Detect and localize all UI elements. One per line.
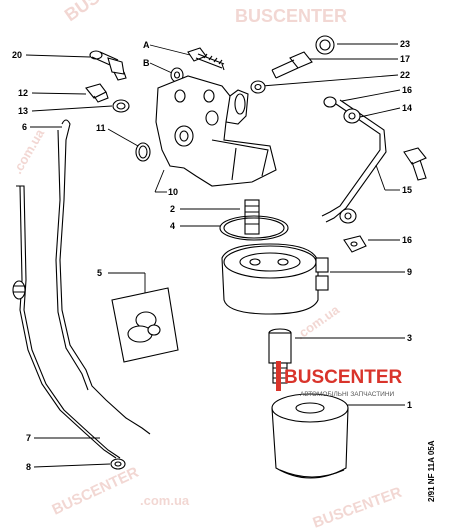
watermark-layer: BUSCENTER BUSCENTER .com.ua .com.ua BUSC… (10, 0, 405, 532)
part-oring-8 (110, 458, 126, 470)
part-oring-11 (135, 142, 151, 162)
part-washer-22 (250, 80, 266, 94)
part-plug-12 (85, 83, 109, 103)
watermark-domain: .com.ua (10, 126, 48, 177)
drawing-code: 2/91 NF 11A 05A (427, 440, 436, 502)
part-housing-10 (155, 75, 277, 187)
callout-14: 14 (402, 103, 412, 113)
part-oil-cooler-9 (221, 243, 329, 315)
callout-16-bottom: 16 (402, 235, 412, 245)
callout-7: 7 (26, 433, 31, 443)
part-sensor-20 (89, 50, 127, 81)
part-bolt-A (187, 47, 225, 71)
part-stud-2 (244, 199, 260, 235)
callout-23: 23 (400, 39, 410, 49)
part-clip-16 (343, 235, 367, 253)
callout-A: A (143, 40, 150, 50)
watermark-domain: .com.ua (140, 493, 190, 508)
watermark-text: BUSCENTER (235, 6, 347, 26)
part-gasket-kit-5 (111, 287, 179, 363)
part-seal-4 (219, 215, 289, 241)
callout-4: 4 (170, 221, 175, 231)
part-washer-B (170, 67, 184, 83)
callout-2: 2 (170, 204, 175, 214)
watermark-text: BUSCENTER (50, 464, 142, 519)
callout-12: 12 (18, 88, 28, 98)
part-guide-tube (12, 185, 121, 459)
logo-subtitle: АВТОМОБІЛЬНІ ЗАПЧАСТИНИ (300, 391, 395, 398)
callout-1: 1 (407, 400, 412, 410)
callout-labels: A B 20 12 13 6 11 10 2 4 5 23 17 22 16 1… (12, 39, 412, 472)
callout-11: 11 (96, 123, 106, 133)
callout-10: 10 (168, 187, 178, 197)
callout-5: 5 (97, 268, 102, 278)
callout-13: 13 (18, 106, 28, 116)
part-cap-23 (315, 35, 335, 55)
callout-22: 22 (400, 70, 410, 80)
part-union-17 (271, 51, 313, 79)
callout-15: 15 (402, 185, 412, 195)
part-pipe-15 (321, 96, 427, 224)
callout-20: 20 (12, 50, 22, 60)
callout-17: 17 (400, 54, 410, 64)
buscenter-logo: BUSCENTER АВТОМОБІЛЬНІ ЗАПЧАСТИНИ (276, 361, 403, 398)
callout-6: 6 (22, 122, 27, 132)
watermark-text: BUSCENTER (311, 484, 405, 532)
callout-9: 9 (407, 267, 412, 277)
callout-16-top: 16 (402, 85, 412, 95)
part-oil-filter-1 (271, 393, 349, 479)
part-dipstick-6-7 (55, 119, 151, 435)
callout-B: B (143, 58, 150, 68)
watermark-text: BUSCENTER (61, 0, 164, 25)
part-washer-13 (112, 99, 130, 113)
callout-3: 3 (407, 333, 412, 343)
logo-title: BUSCENTER (284, 367, 403, 388)
callout-8: 8 (26, 462, 31, 472)
